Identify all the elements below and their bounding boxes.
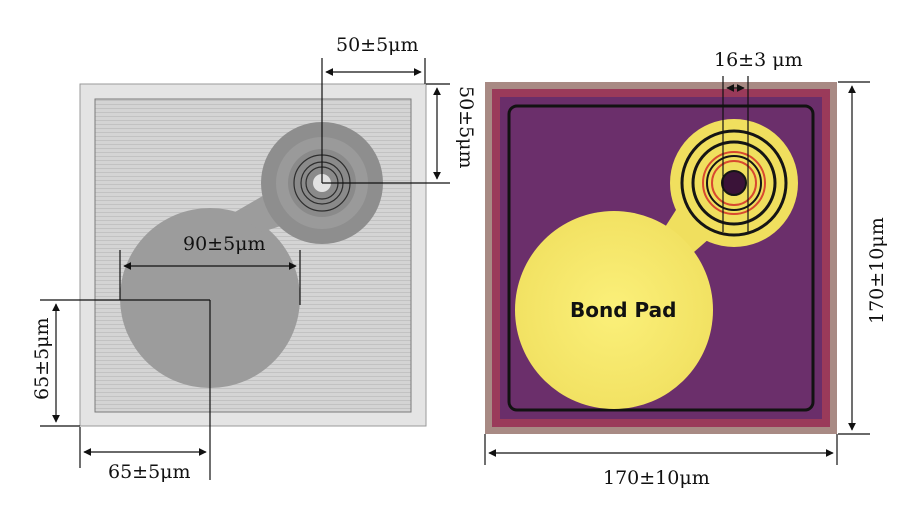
micro-ring-black-2 — [691, 140, 777, 226]
bond-pad-label: Bond Pad — [570, 298, 676, 322]
dim-pad-y-label: 65±5μm — [31, 317, 53, 400]
layout-bond-pad — [120, 208, 300, 388]
micro-ring-red-1 — [702, 151, 766, 215]
micro-ring-red-2 — [711, 160, 757, 206]
dim-width-label: 170±10μm — [603, 467, 710, 489]
layout-drawing: 50±5μm 50±5μm 90±5μm 65±5μm 65±5μm — [31, 34, 477, 483]
micrograph: Bond Pad 16±3 μm 170±10μm 170±10μm — [484, 49, 888, 489]
micro-ring-black-3 — [706, 155, 762, 211]
dim-ring-x-label: 50±5μm — [336, 34, 419, 56]
micro-bond-pad — [515, 211, 713, 409]
dim-ring-w-label: 16±3 μm — [714, 49, 803, 71]
dim-height-label: 170±10μm — [866, 217, 888, 324]
micro-ring-hole — [721, 170, 747, 196]
dim-pad-x-label: 65±5μm — [108, 461, 191, 483]
dim-pad-d-label: 90±5μm — [183, 233, 266, 255]
micro-ring-black-1 — [680, 129, 788, 237]
dim-ring-y-label: 50±5μm — [455, 86, 477, 169]
